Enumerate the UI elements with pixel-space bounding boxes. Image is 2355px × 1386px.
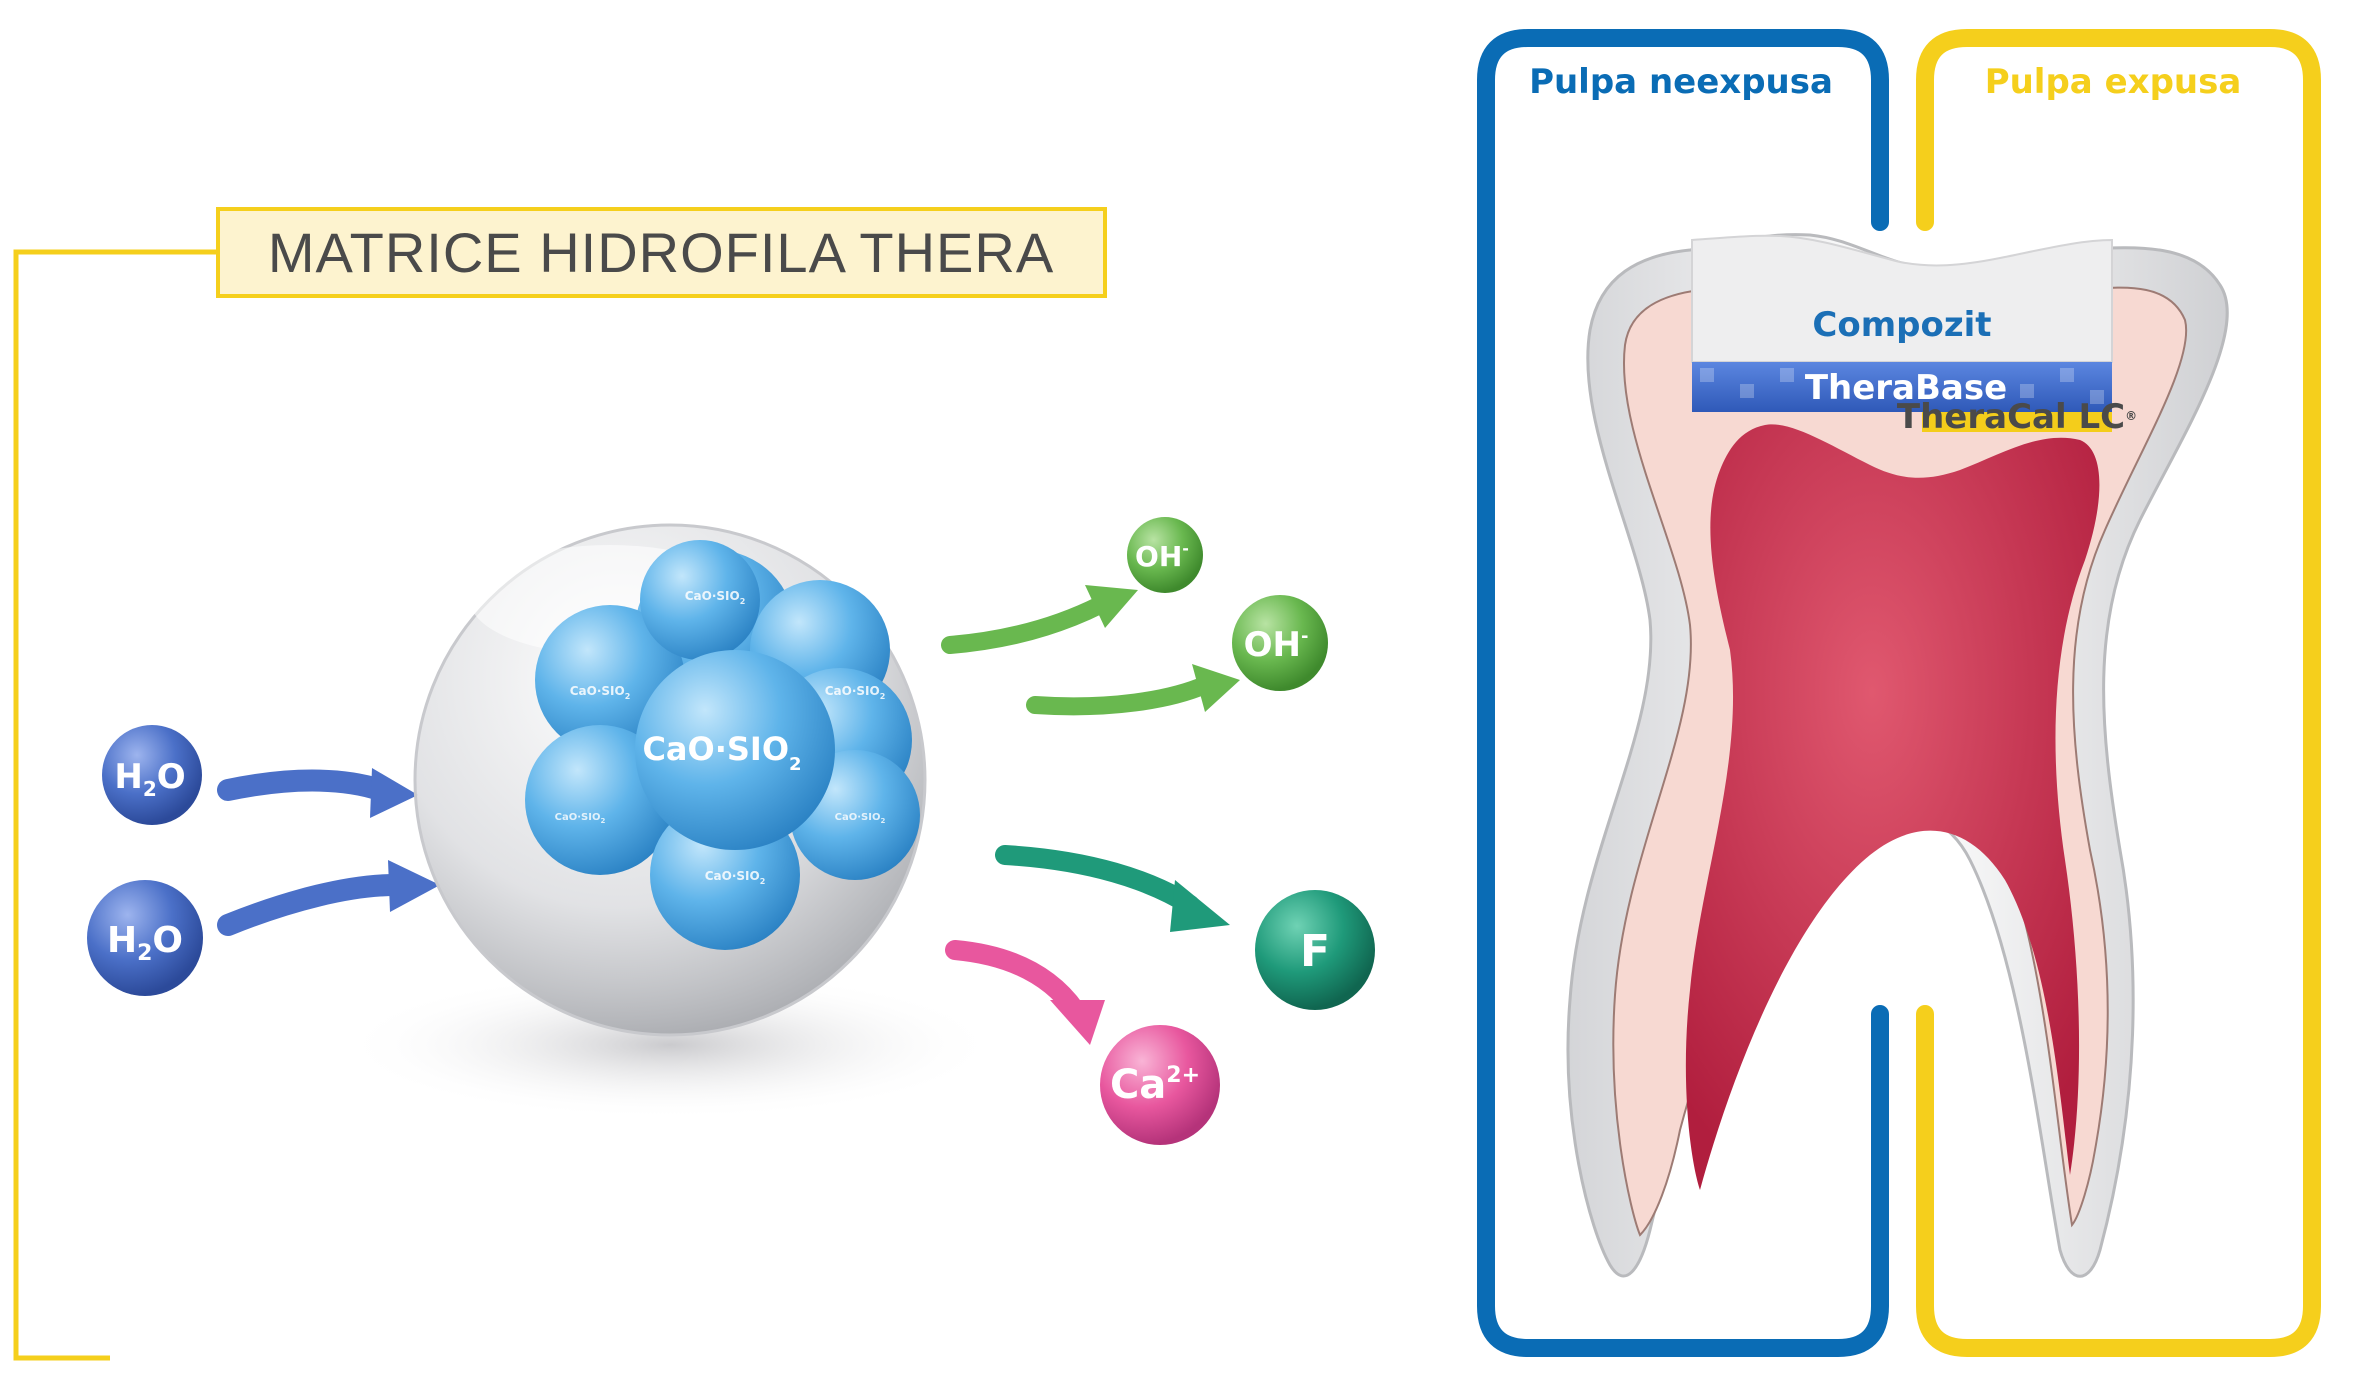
core-cluster: CaO·SIO2 CaO·SIO2 CaO·SIO2 CaO·SIO2 CaO·…: [525, 540, 920, 950]
water-label: H2O: [114, 757, 185, 801]
water-ball: [102, 725, 202, 825]
water-label: H2O: [107, 920, 183, 966]
hydroxide-arrow-2-head: [1192, 664, 1240, 712]
composite-layer: [1691, 234, 2113, 363]
fluoride-arrow-head: [1170, 880, 1230, 932]
label-exposed-pulp: Pulpa expusa: [1985, 62, 2242, 102]
therabase-label: TheraBase: [1805, 368, 2007, 408]
therabase-layer: [1692, 362, 2112, 412]
water-arrow-2: [217, 874, 406, 936]
matrix-diagram: MATRICE HIDROFILA THERA CaO·SIO2 CaO: [13, 207, 1375, 1361]
composite-label: Compozit: [1812, 305, 1991, 345]
hydroxide-ball: [1127, 517, 1203, 593]
water-molecule: H2O: [102, 725, 202, 825]
diagram-title: MATRICE HIDROFILA THERA: [268, 221, 1054, 284]
water-arrow-1-head: [370, 768, 418, 818]
hydroxide-arrow-2: [1026, 676, 1214, 716]
calcium-label: Ca2+: [1110, 1062, 1200, 1108]
core-small-label: CaO·SIO2: [570, 684, 631, 701]
core-center-label: CaO·SIO2: [642, 730, 801, 775]
fluoride-ion: F: [1255, 890, 1375, 1010]
water-molecule: H2O: [87, 880, 203, 996]
tooth-diagram: Pulpa neexpusa Pulpa expusa Compozit The…: [1477, 29, 2321, 1357]
water-arrow-1: [217, 769, 391, 801]
core-small-label: CaO·SIO2: [555, 812, 606, 825]
core-ball-center: [635, 650, 835, 850]
core-small-label: CaO·SIO2: [825, 684, 886, 701]
water-ball: [87, 880, 203, 996]
core-ball: [640, 540, 760, 660]
hydroxide-arrow-1-head: [1085, 585, 1138, 628]
label-unexposed-pulp: Pulpa neexpusa: [1529, 62, 1833, 102]
hydroxide-ion: OH-: [1232, 595, 1328, 691]
unexposed-frame: [1477, 29, 1889, 1357]
yellow-bracket: [13, 249, 218, 1361]
hydroxide-ball: [1232, 595, 1328, 691]
calcium-arrow: [945, 940, 1085, 1020]
tooth-pulp: [1685, 424, 2100, 1190]
core-small-label: CaO·SIO2: [685, 589, 746, 606]
fluoride-label: F: [1300, 926, 1330, 977]
theracal-layer: [1922, 412, 2112, 432]
calcium-ion: Ca2+: [1100, 1025, 1220, 1145]
hydroxide-label: OH-: [1244, 625, 1309, 665]
hydroxide-arrow-1: [941, 596, 1109, 654]
core-small-label: CaO·SIO2: [705, 869, 766, 886]
calcium-ball: [1100, 1025, 1220, 1145]
calcium-arrow-head: [1050, 1000, 1105, 1045]
therabase-pattern: [1700, 368, 2104, 404]
title-box: [216, 207, 1107, 298]
sphere-shadow: [340, 970, 1000, 1120]
fluoride-arrow: [995, 845, 1200, 915]
exposed-frame: [1916, 29, 2321, 1357]
fluoride-ball: [1255, 890, 1375, 1010]
hydroxide-ion: OH-: [1127, 517, 1203, 593]
water-arrow-2-head: [388, 860, 440, 912]
theracal-label: TheraCal LC®: [1897, 397, 2137, 437]
hydroxide-label: OH-: [1135, 539, 1189, 573]
core-small-label: CaO·SIO2: [835, 812, 886, 825]
